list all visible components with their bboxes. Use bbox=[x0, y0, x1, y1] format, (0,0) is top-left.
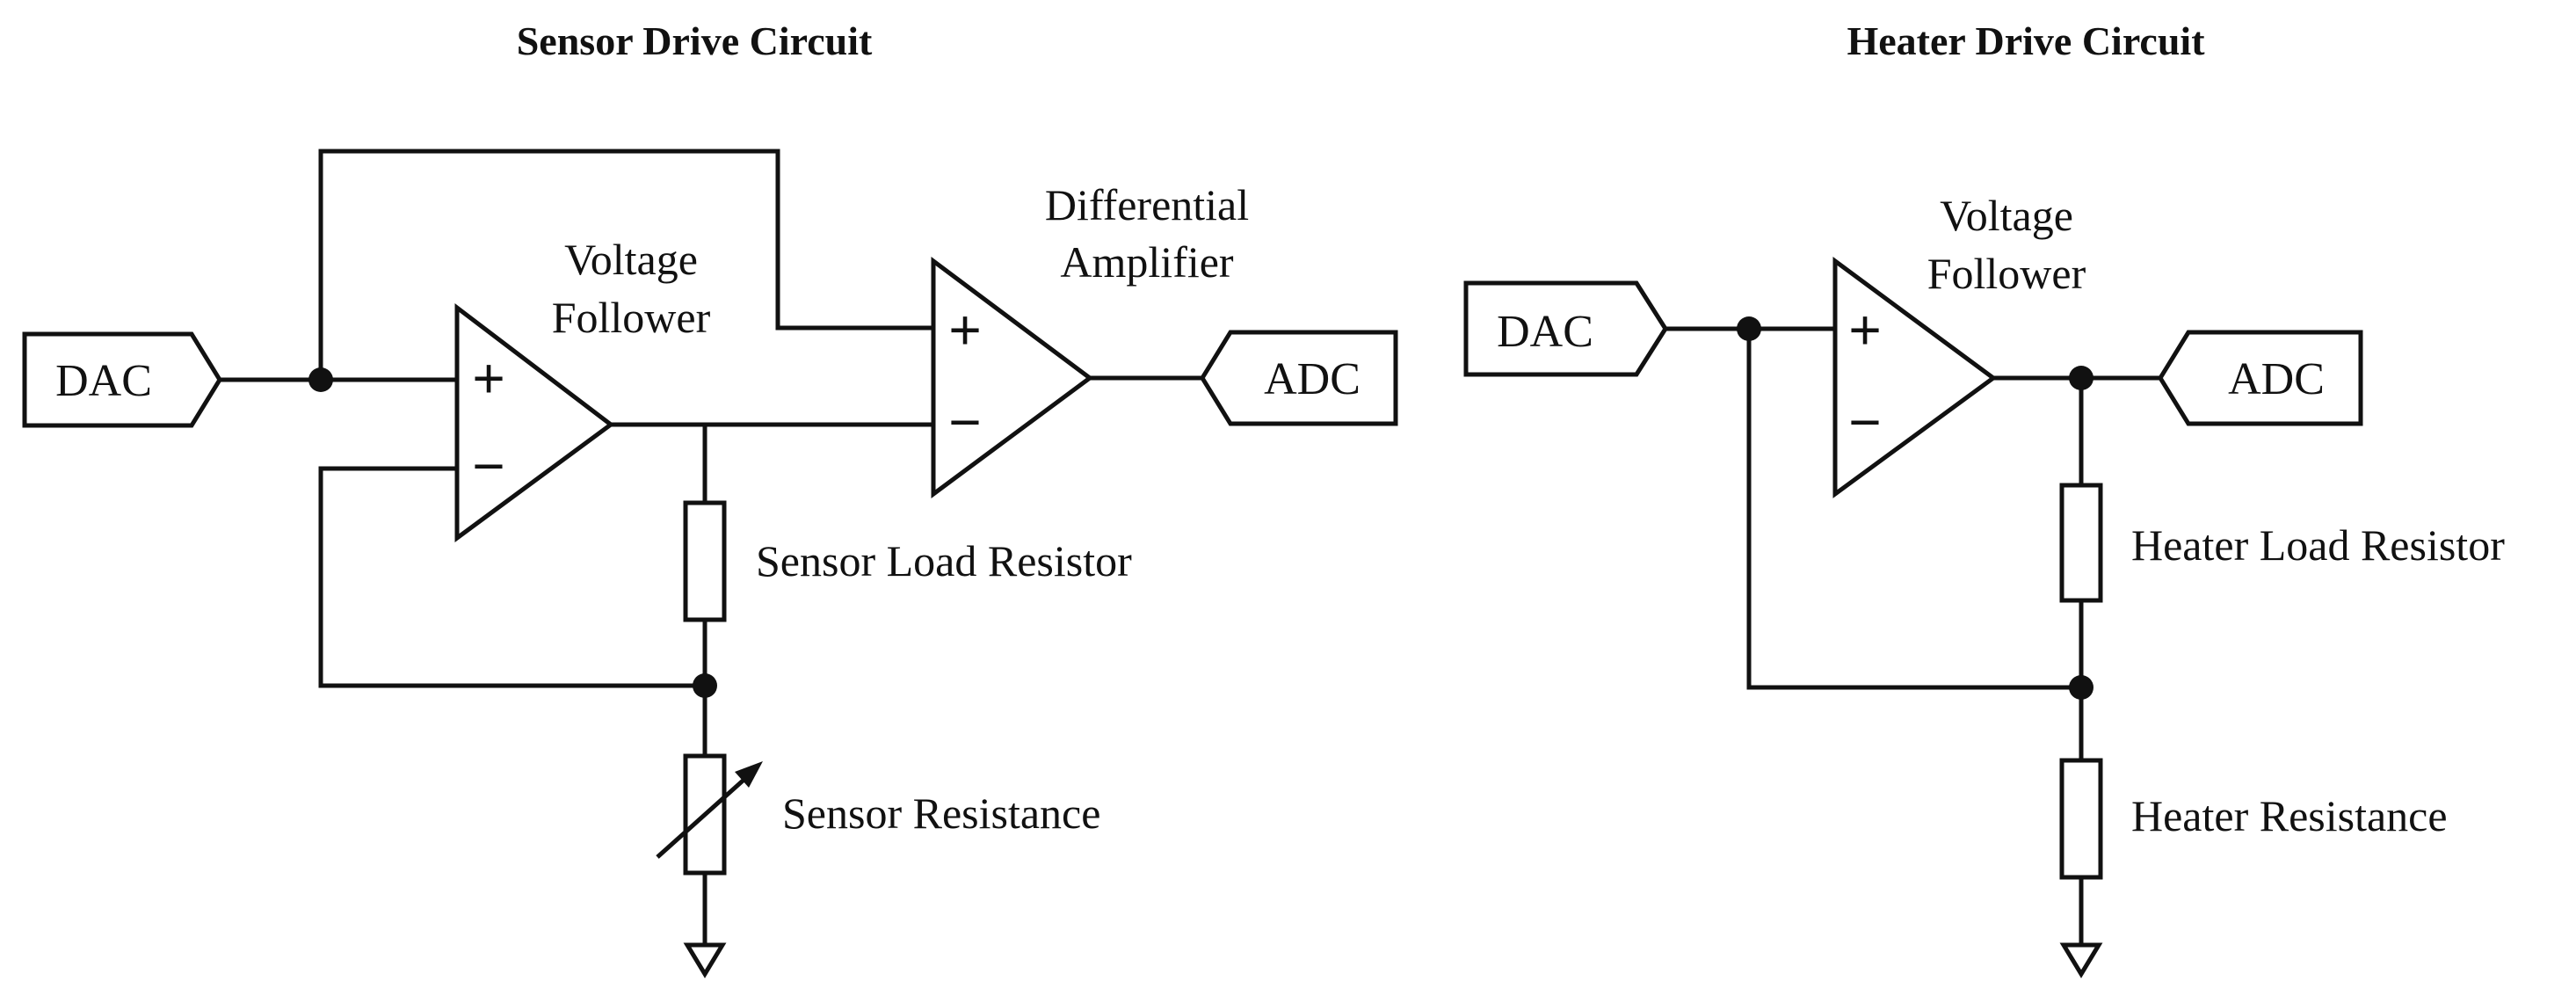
sensor-dac-port bbox=[22, 331, 222, 428]
sensor-load-resistor bbox=[683, 500, 727, 622]
sensor-follower-minus-sign: − bbox=[472, 434, 504, 498]
sensor-diff-minus-sign: − bbox=[948, 390, 981, 454]
heater-load-resistor bbox=[2059, 483, 2103, 603]
sensor-dac-junction-dot bbox=[308, 367, 333, 392]
sensor-dac-label: DAC bbox=[55, 356, 152, 406]
sensor-adc-label: ADC bbox=[1264, 354, 1361, 404]
heater-follower-label-line1: Voltage bbox=[1940, 191, 2073, 240]
sensor-resistance-arrowhead bbox=[735, 761, 763, 788]
sensor-feedback-junction-dot bbox=[693, 673, 717, 698]
heater-voltage-follower-opamp bbox=[1832, 257, 1998, 498]
heater-output-junction-dot bbox=[2069, 366, 2093, 390]
sensor-drive-circuit: Sensor Drive Circuit DAC ADC + − Voltage… bbox=[22, 18, 1398, 978]
sensor-follower-label-line2: Follower bbox=[552, 293, 711, 342]
sensor-load-resistor-label: Sensor Load Resistor bbox=[756, 536, 1132, 585]
heater-circuit-title: Heater Drive Circuit bbox=[1847, 18, 2205, 63]
heater-ground-symbol bbox=[2059, 942, 2103, 978]
sensor-resistance-label: Sensor Resistance bbox=[782, 789, 1100, 838]
sensor-voltage-follower-opamp bbox=[454, 302, 615, 542]
heater-load-resistor-label: Heater Load Resistor bbox=[2131, 520, 2505, 570]
heater-resistance bbox=[2059, 758, 2103, 880]
heater-feedback-wire bbox=[1746, 329, 2081, 690]
heater-adc-port bbox=[2158, 330, 2363, 426]
heater-dac-junction-dot bbox=[1737, 316, 1761, 341]
heater-follower-minus-sign: − bbox=[1848, 390, 1881, 454]
sensor-diff-label-line2: Amplifier bbox=[1060, 237, 1234, 287]
sensor-follower-plus-sign: + bbox=[472, 346, 504, 410]
heater-drive-circuit: Heater Drive Circuit DAC ADC + − Voltage… bbox=[1463, 18, 2505, 978]
heater-follower-plus-sign: + bbox=[1848, 298, 1881, 361]
sensor-diff-label-line1: Differential bbox=[1045, 180, 1249, 229]
sensor-diff-plus-sign: + bbox=[948, 298, 981, 361]
heater-follower-label-line2: Follower bbox=[1927, 249, 2086, 298]
heater-dac-port bbox=[1463, 280, 1668, 377]
sensor-follower-feedback-wire bbox=[318, 466, 705, 688]
heater-feedback-junction-dot bbox=[2069, 675, 2093, 700]
heater-dac-label: DAC bbox=[1497, 307, 1593, 357]
sensor-dac-feedforward-wire bbox=[318, 149, 936, 380]
sensor-differential-amplifier bbox=[931, 257, 1094, 498]
sensor-adc-port bbox=[1200, 330, 1398, 426]
sensor-circuit-title: Sensor Drive Circuit bbox=[517, 18, 873, 63]
heater-resistance-label: Heater Resistance bbox=[2131, 791, 2448, 840]
heater-adc-label: ADC bbox=[2228, 354, 2325, 404]
sensor-follower-label-line1: Voltage bbox=[564, 235, 698, 284]
sensor-resistance-variable-arrow-line bbox=[656, 774, 751, 859]
sensor-ground-symbol bbox=[683, 942, 727, 978]
